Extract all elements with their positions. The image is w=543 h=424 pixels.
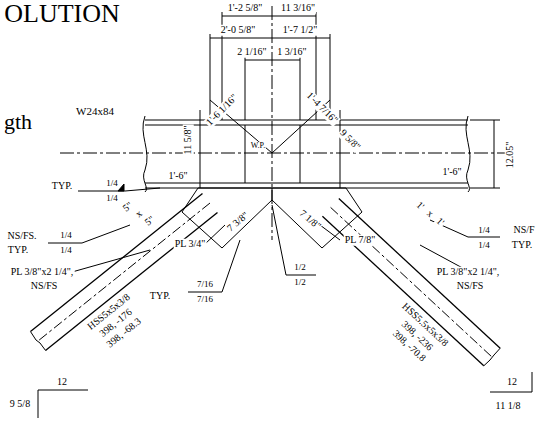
weld-note: NS/FS.: [6, 231, 37, 242]
dimension: 2 1/16": [236, 47, 267, 58]
dimension: 1'-6": [167, 171, 188, 182]
slope-value: 11 1/8: [495, 401, 522, 412]
dimension: 2'-0 5/8": [220, 25, 257, 36]
slope-value: 12: [506, 377, 518, 388]
weld-note: TYP.: [511, 240, 533, 251]
weld-size: 1/4: [477, 226, 491, 235]
weld-size: 1/4: [105, 194, 119, 203]
dimension: 9 5/8": [337, 127, 363, 153]
dimension: 5": [142, 213, 157, 228]
dimension: x: [424, 208, 436, 220]
weld-size: 1/4: [105, 179, 119, 188]
weld-size: 7/16: [196, 280, 214, 289]
plate-callout: PL 3/4": [174, 239, 207, 250]
plate-callout: PL 3/8"x2 1/4",: [10, 267, 75, 278]
weld-note: TYP.: [51, 181, 73, 192]
dimension: 1'-2 5/8": [227, 3, 264, 14]
dimension: 1'-6": [441, 167, 462, 178]
dimension: 7 1/8": [297, 208, 324, 233]
dimension: 1 3/16": [276, 47, 307, 58]
weld-note: NS/F: [512, 225, 535, 236]
weld-note: NS/FS: [456, 281, 485, 292]
weld-note: TYP.: [149, 291, 171, 302]
weld-size: 7/16: [196, 295, 214, 304]
member-name: W24x84: [75, 106, 115, 118]
slope-value: 9 5/8: [9, 399, 31, 410]
weld-size: 1/2: [293, 278, 307, 287]
weld-size: 1/4: [59, 246, 73, 255]
dimension: 11 3/16": [280, 3, 316, 14]
weld-note: TYP.: [7, 245, 29, 256]
weld-size: 1/2: [293, 263, 307, 272]
weld-size: 1/4: [59, 231, 73, 240]
dimension: 7 3/8": [225, 210, 252, 235]
weld-note: NS/FS: [30, 281, 59, 292]
dimension: 1'-4 7/16": [304, 90, 341, 127]
dimension: 1': [413, 199, 427, 213]
dimension: 12.05": [505, 141, 516, 170]
heading: gth: [3, 110, 33, 133]
work-point: W.P.: [250, 142, 266, 150]
slope-value: 12: [56, 377, 68, 388]
plate-callout: PL 7/8": [344, 235, 377, 246]
plate-callout: PL 3/8"x2 1/4",: [436, 267, 501, 278]
dimension: 11 5/8": [183, 125, 194, 156]
heading: OLUTION: [3, 0, 121, 27]
weld-size: 1/4: [477, 241, 491, 250]
dimension: 1'-7 1/2": [282, 25, 319, 36]
